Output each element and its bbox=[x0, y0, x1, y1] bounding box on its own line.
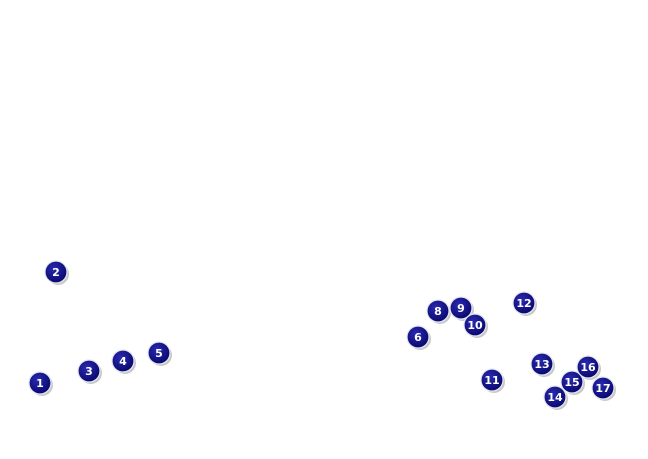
marker-label: 13 bbox=[534, 358, 549, 371]
marker-label: 9 bbox=[457, 302, 465, 315]
marker-circle bbox=[426, 299, 450, 323]
marker-circle bbox=[111, 349, 135, 373]
marker-label: 2 bbox=[52, 266, 60, 279]
marker-label: 17 bbox=[595, 382, 610, 395]
map-marker-14[interactable]: 14 bbox=[543, 385, 568, 410]
marker-circle bbox=[449, 296, 473, 320]
map-marker-12[interactable]: 12 bbox=[512, 291, 537, 316]
map-marker-15[interactable]: 15 bbox=[560, 370, 585, 395]
map-marker-2[interactable]: 2 bbox=[44, 260, 69, 285]
marker-circle bbox=[147, 341, 171, 365]
marker-label: 15 bbox=[564, 376, 579, 389]
map-marker-11[interactable]: 11 bbox=[480, 368, 505, 393]
marker-circle bbox=[530, 352, 554, 376]
marker-circle bbox=[512, 291, 536, 315]
map-marker-8[interactable]: 8 bbox=[426, 299, 451, 324]
map-marker-9[interactable]: 9 bbox=[449, 296, 474, 321]
marker-circle bbox=[591, 376, 615, 400]
marker-label: 5 bbox=[155, 347, 163, 360]
marker-circle bbox=[560, 370, 584, 394]
map-marker-6[interactable]: 6 bbox=[406, 325, 431, 350]
marker-label: 11 bbox=[484, 374, 499, 387]
map-marker-16[interactable]: 16 bbox=[576, 355, 601, 380]
marker-label: 4 bbox=[119, 355, 127, 368]
marker-circle bbox=[543, 385, 567, 409]
map-marker-5[interactable]: 5 bbox=[147, 341, 172, 366]
marker-circle bbox=[576, 355, 600, 379]
map-marker-1[interactable]: 1 bbox=[28, 371, 53, 396]
marker-circle bbox=[406, 325, 430, 349]
map-marker-3[interactable]: 3 bbox=[77, 359, 102, 384]
map-marker-4[interactable]: 4 bbox=[111, 349, 136, 374]
marker-label: 16 bbox=[580, 361, 596, 374]
marker-circle bbox=[44, 260, 68, 284]
marker-circle bbox=[77, 359, 101, 383]
marker-label: 3 bbox=[85, 365, 93, 378]
marker-circle bbox=[463, 313, 487, 337]
map-marker-10[interactable]: 10 bbox=[463, 313, 488, 338]
marker-circle bbox=[480, 368, 504, 392]
map-marker-17[interactable]: 17 bbox=[591, 376, 616, 401]
marker-label: 1 bbox=[36, 377, 44, 390]
marker-label: 14 bbox=[547, 391, 563, 404]
map-marker-13[interactable]: 13 bbox=[530, 352, 555, 377]
marker-label: 6 bbox=[414, 331, 422, 344]
marker-label: 12 bbox=[516, 297, 531, 310]
marker-label: 8 bbox=[434, 305, 442, 318]
marker-label: 10 bbox=[467, 319, 483, 332]
marker-circle bbox=[28, 371, 52, 395]
